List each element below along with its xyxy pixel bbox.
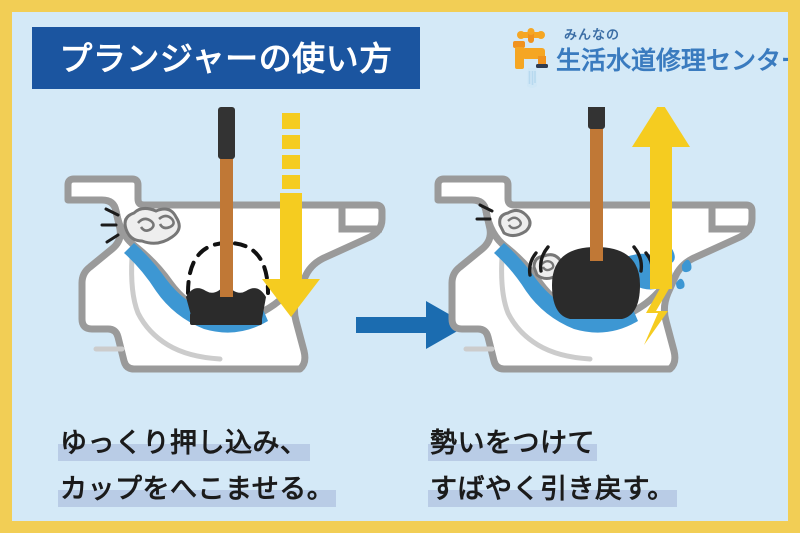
arrow-push-down — [262, 113, 320, 317]
caption-step-pull: 勢いをつけて すばやく引き戻す。 — [428, 420, 760, 512]
plunger-pulled — [527, 107, 655, 319]
caption-line: ゆっくり押し込み、 — [58, 420, 390, 466]
caption-line: 勢いをつけて — [428, 420, 760, 466]
caption-highlight — [58, 444, 310, 461]
logo-sub-text: みんなの — [564, 27, 621, 42]
illustration-step-pull — [430, 107, 760, 407]
caption-line: カップをへこませる。 — [58, 466, 390, 512]
caption-line: すばやく引き戻す。 — [428, 466, 760, 512]
brand-logo: みんなの 生活水道修理センター — [508, 24, 788, 94]
caption-text: カップをへこませる。 — [60, 474, 335, 504]
step-progress-arrow — [352, 297, 472, 353]
caption-highlight — [428, 444, 597, 461]
dashed-original-cup-outline — [186, 240, 270, 295]
page-title-box: プランジャーの使い方 — [32, 27, 420, 89]
faucet-icon — [508, 28, 554, 90]
clog-blockage — [100, 206, 181, 245]
caption-highlight — [58, 490, 337, 507]
caption-text: ゆっくり押し込み、 — [60, 428, 308, 458]
page-title: プランジャーの使い方 — [59, 39, 393, 77]
arrow-pull-up — [632, 107, 690, 345]
poster-canvas: プランジャーの使い方 — [12, 12, 788, 521]
caption-text: 勢いをつけて — [430, 428, 595, 458]
caption-step-push: ゆっくり押し込み、 カップをへこませる。 — [58, 420, 390, 512]
caption-highlight — [428, 490, 677, 507]
plunger-pressed — [186, 107, 266, 325]
caption-text: すばやく引き戻す。 — [430, 474, 675, 504]
illustration-step-push — [60, 107, 390, 407]
logo-main-text: 生活水道修理センター — [556, 47, 788, 75]
